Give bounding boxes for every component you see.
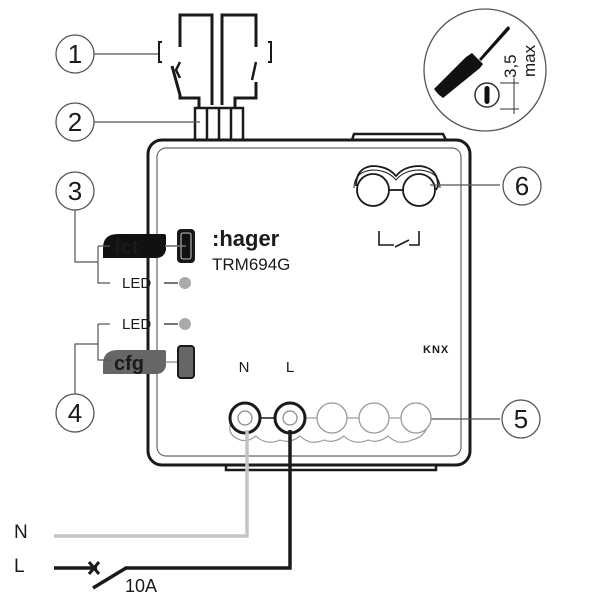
callout-3: 3 <box>55 171 95 211</box>
terminal-4 <box>358 402 390 434</box>
push-button-wire-terminal <box>193 106 245 143</box>
fct-label: fct <box>114 237 139 259</box>
terminal-n-label: N <box>239 359 250 376</box>
circuit-breaker-icon <box>87 561 127 590</box>
callout-6: 6 <box>502 166 542 206</box>
svg-text:4: 4 <box>68 398 82 428</box>
line-wire <box>54 430 292 570</box>
brand-logo: :hager <box>212 226 280 251</box>
screwdriver-size: 3,5 <box>501 54 520 78</box>
breaker-rating: 10A <box>125 576 157 596</box>
screwdriver-spec: 3,5 max <box>423 8 547 132</box>
cfg-button[interactable]: cfg <box>103 350 166 375</box>
cfg-label: cfg <box>114 353 144 375</box>
svg-text:2: 2 <box>68 107 82 137</box>
callout-1: 1 <box>55 34 95 74</box>
callout-4: 4 <box>55 393 95 433</box>
terminal-l-label: L <box>286 359 294 376</box>
relay-output-terminals <box>353 165 441 207</box>
screw-slot-icon <box>474 82 500 108</box>
device-body <box>146 132 472 472</box>
line-label: L <box>14 556 25 577</box>
cfg-led-label: LED <box>122 316 151 333</box>
neutral-wire <box>54 430 249 538</box>
neutral-label: N <box>14 522 28 543</box>
callout-2: 2 <box>55 102 95 142</box>
terminal-5 <box>400 402 432 434</box>
callout-5: 5 <box>501 399 541 439</box>
screwdriver-icon <box>434 26 510 98</box>
model-number: TRM694G <box>212 255 290 274</box>
knx-logo: KNX <box>423 344 449 356</box>
svg-text:1: 1 <box>68 39 82 69</box>
cfg-push-switch[interactable] <box>177 345 195 379</box>
callout-leaders <box>74 53 500 420</box>
svg-text:6: 6 <box>515 171 529 201</box>
fct-led-label: LED <box>122 275 151 292</box>
fct-button[interactable]: fct <box>103 234 166 259</box>
svg-text:5: 5 <box>514 404 528 434</box>
cfg-led-icon <box>179 318 191 330</box>
terminal-3 <box>316 402 348 434</box>
push-buttons <box>158 13 272 108</box>
fct-led-icon <box>179 277 191 289</box>
relay-contact-symbol <box>378 231 420 248</box>
screwdriver-max: max <box>520 44 539 77</box>
svg-text:3: 3 <box>68 176 82 206</box>
